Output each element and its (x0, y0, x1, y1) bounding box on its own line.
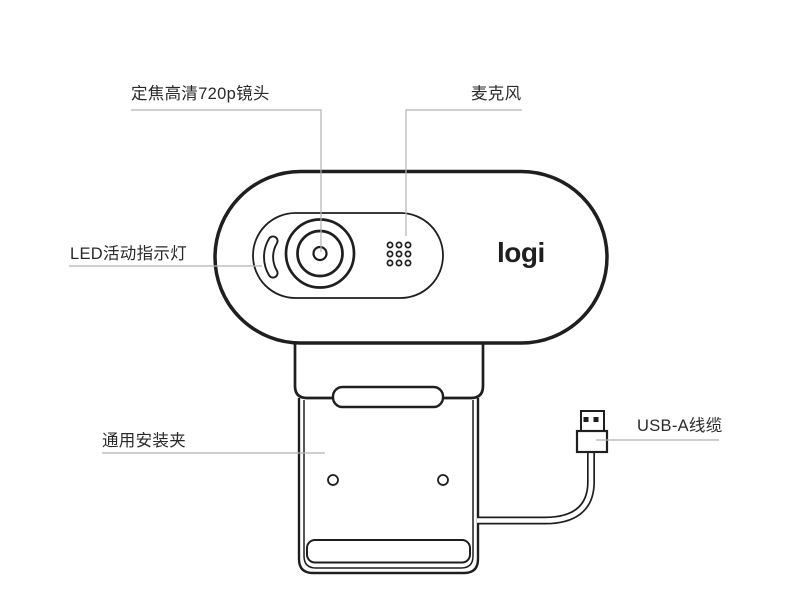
usb-plug-icon (575, 410, 609, 454)
label-led: LED活动指示灯 (70, 245, 187, 263)
usb-cable-icon (477, 452, 595, 525)
leader-lines (69, 109, 719, 454)
leader-microphone (405, 109, 522, 236)
leader-lens (131, 109, 322, 252)
label-clip: 通用安装夹 (102, 432, 186, 450)
label-usb: USB-A线缆 (637, 417, 723, 435)
lens-icon (284, 218, 356, 289)
webcam-body (213, 169, 609, 345)
label-microphone: 麦克风 (471, 85, 522, 103)
led-indicator-icon (263, 235, 279, 279)
mounting-clip-icon (293, 342, 485, 575)
microphone-grille-icon (386, 241, 412, 267)
logi-logo: logi (497, 237, 545, 268)
label-lens: 定焦高清720p镜头 (131, 85, 270, 103)
